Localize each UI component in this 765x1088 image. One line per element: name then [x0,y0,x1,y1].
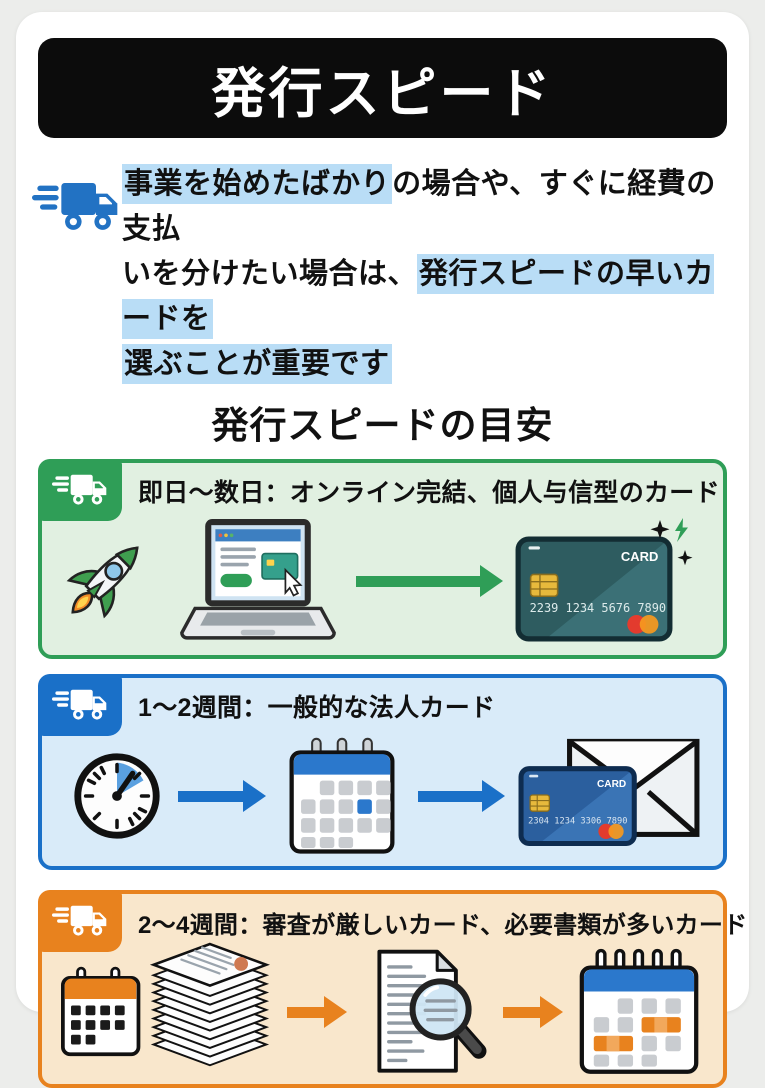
credit-card-with-sparkles: CARD 2239 1234 5676 7890 [515,518,703,644]
section-title: 発行スピードの目安 [211,405,554,446]
intro-plain: の場合や、すぐに経費の支払 [122,168,716,245]
arrow-right-icon [356,565,503,597]
arrow-right-icon [287,996,348,1028]
document-review-magnifier-icon [377,949,487,1073]
arrow-right-icon [178,780,266,812]
tier-flow: CARD 2239 1234 5676 7890 [42,518,723,649]
calendar-small-icon [61,966,141,1057]
rocket-icon [66,546,139,619]
intro-section: 事業を始めたばかりの場合や、すぐに経費の支払 いを分けたい場合は、発行スピードの… [30,162,729,387]
calendar-schedule-icon [579,948,699,1074]
speed-truck-icon [52,901,108,941]
card-number: 2304 1234 3306 7890 [528,816,627,826]
arrow-right-icon [417,780,505,812]
intro-highlight: 事業を始めたばかり [122,164,393,204]
credit-card-icon: CARD 2239 1234 5676 7890 [515,536,673,642]
card-label: CARD [597,779,626,790]
clock-icon [74,753,160,839]
tier-title: 1〜2週間：一般的な法人カード [138,694,496,722]
calendar-icon [289,737,394,854]
tier-flow: CARD 2304 1234 3306 7890 [42,734,723,864]
laptop-online-application-icon [180,519,336,640]
tier-same-day: 即日〜数日：オンライン完結、個人与信型のカード [38,459,727,659]
tier-title: 即日〜数日：オンライン完結、個人与信型のカード [138,479,720,507]
tier-flow [42,942,723,1080]
tier-two-four-weeks: 2〜4週間：審査が厳しいカード、必要書類が多いカード [38,890,748,1088]
delivery-truck-icon [30,162,122,387]
card-number: 2239 1234 5676 7890 [530,601,667,615]
sparkles-icon [650,518,693,566]
card-label: CARD [621,549,659,564]
speed-truck-badge [38,459,122,521]
speed-truck-badge [38,674,122,736]
intro-plain: いを分けたい場合は、 [122,258,418,290]
document-stack-icon [150,942,271,1067]
page-title: 発行スピード [211,63,554,124]
arrow-right-icon [502,996,563,1028]
envelope-credit-card-icon: CARD 2304 1234 3306 7890 [518,738,700,847]
speed-truck-icon [52,685,108,725]
speed-truck-icon [52,470,108,510]
speed-truck-badge [38,890,122,952]
intro-text: 事業を始めたばかりの場合や、すぐに経費の支払 いを分けたい場合は、発行スピードの… [122,162,729,387]
tier-title: 2〜4週間：審査が厳しいカード、必要書類が多いカード [138,911,748,939]
infographic-card: 発行スピード 事業を始めたばかりの場合や、すぐに経費の支払 いを分けたい場合は、… [16,12,749,1088]
page-title-banner: 発行スピード [38,38,727,138]
tier-one-two-weeks: 1〜2週間：一般的な法人カード [38,674,727,870]
intro-highlight: 選ぶことが重要です [122,344,392,384]
